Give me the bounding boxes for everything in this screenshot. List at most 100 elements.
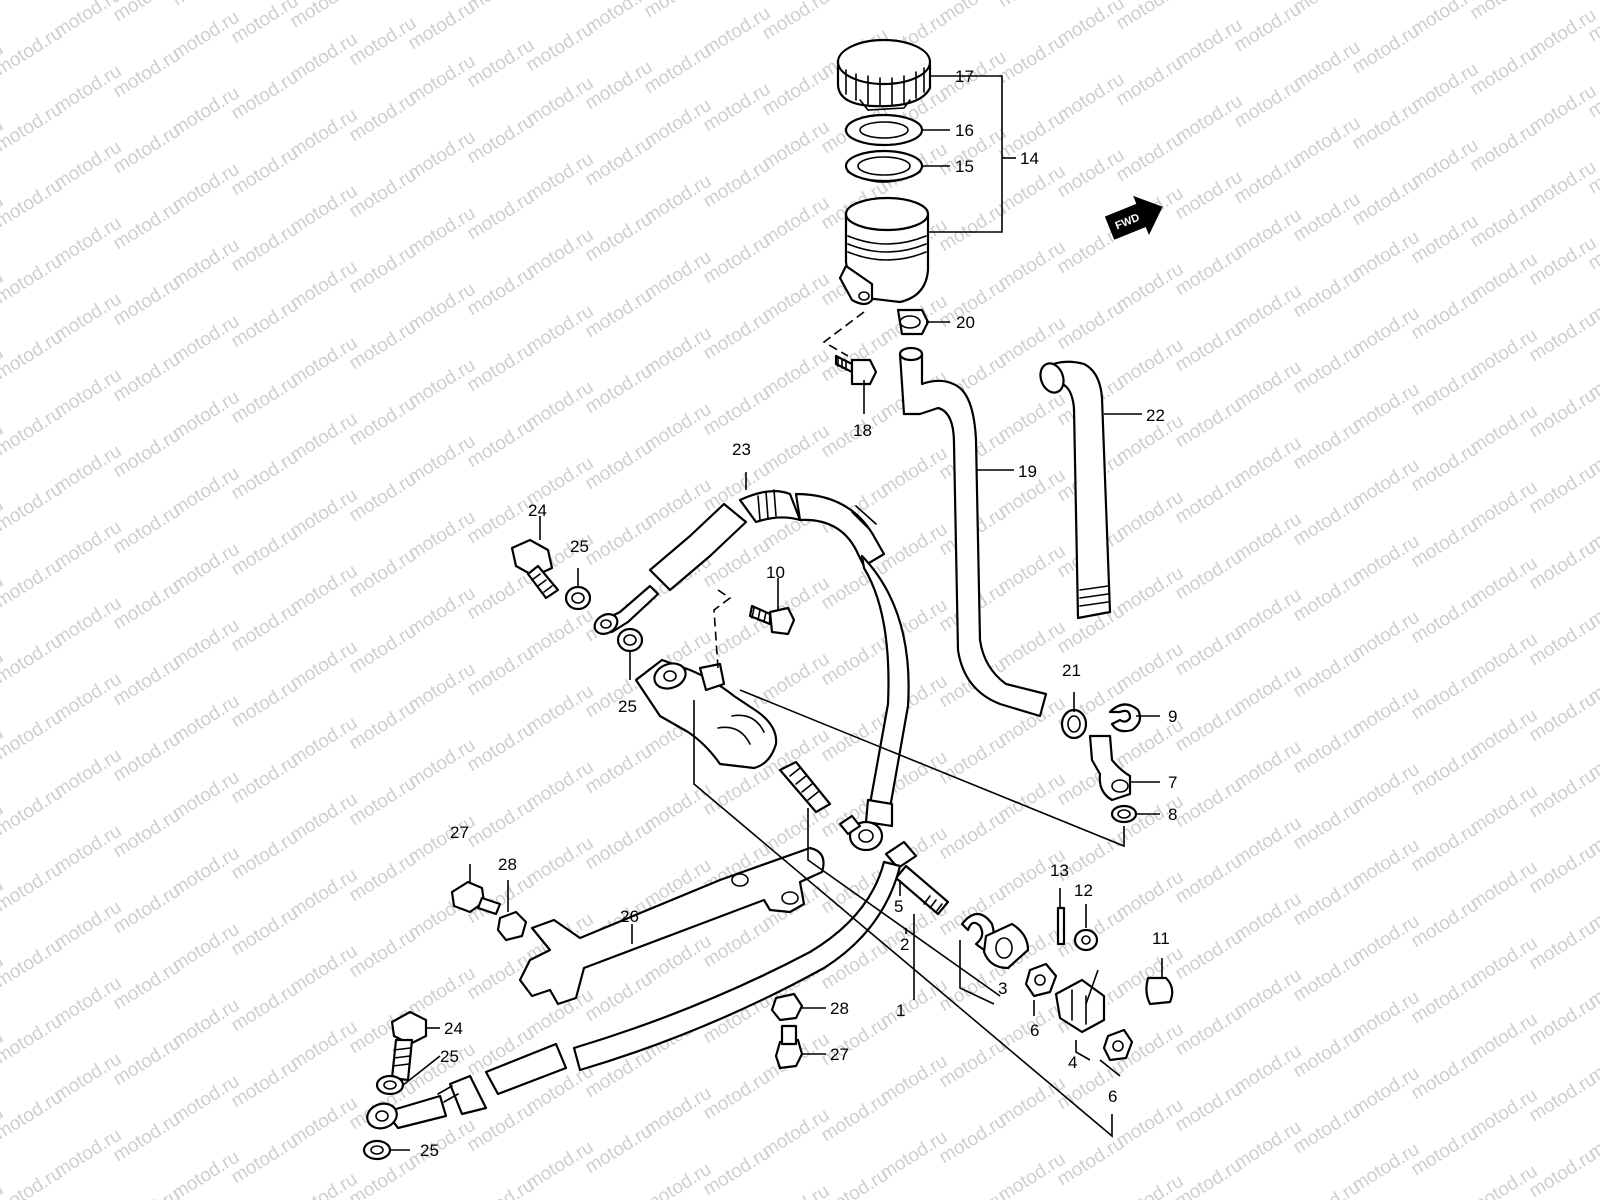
reservoir-hose-19 [898,346,1048,718]
watermark-text: motod.ru [0,707,66,765]
nut-6-upper [1024,962,1058,998]
callout-numbers: 17 16 15 14 20 18 22 19 23 24 25 10 25 2… [420,67,1177,1160]
watermark-text: motod.ru [759,1181,834,1200]
watermark-text: motod.ru [0,859,66,917]
watermark-text: motod.ru [0,935,66,993]
watermark-text: motod.ru [110,1185,185,1200]
callout-1: 1 [896,1001,905,1020]
callout-16: 16 [955,121,974,140]
callout-25-upper-b: 25 [618,697,637,716]
banjo-bolt-24-lower [390,1010,428,1082]
watermark-text: motod.ru [936,1187,1011,1200]
watermark-text: motod.ru [0,0,66,4]
callout-27-lower: 27 [830,1045,849,1064]
callout-11: 11 [1152,929,1170,948]
bolt-27-upper [450,880,502,916]
clevis-pin-11 [1145,976,1174,1006]
callout-6-upper: 6 [1030,1021,1039,1040]
hose-joint-7 [1088,734,1132,802]
watermark-text: motod.ru [0,631,66,689]
watermark-text: motod.ru [0,783,66,841]
leader-lines [390,75,1163,1151]
callout-25-lower-a: 25 [440,1047,459,1066]
watermark-text: motod.ru [0,555,66,613]
hose-clamp-21 [1060,708,1088,740]
callout-24-upper: 24 [528,501,547,520]
watermark-text: motod.ru [0,251,66,309]
push-rod-5 [884,840,950,916]
reservoir-tank [838,196,930,306]
watermark-text: motod.ru [0,1011,66,1069]
callout-15: 15 [955,157,974,176]
watermark-text: motod.ru [0,1179,7,1200]
callout-24-lower: 24 [444,1019,463,1038]
callout-14: 14 [1020,149,1039,168]
master-cylinder-body [634,658,778,770]
callout-28-upper: 28 [498,855,517,874]
watermark-text: motod.ru [0,327,66,385]
brake-hose-lower [366,860,902,1130]
callout-17: 17 [955,67,974,86]
reservoir-cap [836,38,932,111]
watermark-text: motod.ru [1467,1161,1542,1200]
callout-22: 22 [1146,406,1165,425]
watermark-text: motod.ru [0,403,66,461]
bolt-18 [834,354,878,386]
callout-6-lower: 6 [1108,1087,1117,1106]
watermark-text: motod.ru [1585,1183,1600,1200]
callout-21: 21 [1062,661,1081,680]
watermark-text: motod.ru [0,1163,66,1200]
sealing-washer-25-upper-a [564,585,592,611]
callout-2: 2 [900,935,909,954]
watermark-text: motod.ru [346,1153,421,1200]
watermark-text: motod.ru [641,0,716,22]
hose-guide-bracket-26 [518,846,825,1006]
watermark-text: motod.ru [0,1087,66,1145]
watermark-text: motod.ru [995,0,1070,12]
sealing-washer-25-upper-b [616,627,644,653]
callout-12: 12 [1074,881,1093,900]
brake-hose-23 [593,489,910,852]
hose-clamp-20 [896,308,930,336]
watermark-text: motod.ru [1349,0,1424,2]
watermark-text: motod.ru [0,99,66,157]
callout-5: 5 [894,897,903,916]
washer-12 [1073,928,1099,952]
cap-diaphragm [844,149,924,183]
callout-28-lower: 28 [830,999,849,1018]
cotter-pin-13 [1056,906,1066,946]
collar-28-lower [770,992,804,1022]
watermark-text: motod.ru [1290,1177,1365,1200]
watermark-text: motod.ru [1467,0,1542,24]
callout-19: 19 [1018,462,1037,481]
callout-3: 3 [998,979,1007,998]
collar-28-upper [496,910,528,942]
callout-10: 10 [766,563,785,582]
callout-4: 4 [1068,1053,1077,1072]
dust-boot-2 [982,922,1030,970]
sealing-washer-25-lower-a [375,1074,405,1096]
sealing-washer-25-lower-b [362,1139,392,1161]
callout-20: 20 [956,313,975,332]
callout-9: 9 [1168,707,1177,726]
callout-27-upper: 27 [450,823,469,842]
callout-25-lower-b: 25 [420,1141,439,1160]
callout-25-upper-a: 25 [570,537,589,556]
callout-7: 7 [1168,773,1177,792]
bolt-10 [748,604,796,636]
callout-18: 18 [853,421,872,440]
callout-8: 8 [1168,805,1177,824]
forward-direction-arrow: FWD [1104,195,1163,240]
watermark-text: motod.ru [464,1175,539,1200]
o-ring-8 [1110,804,1138,824]
callout-26: 26 [620,907,639,926]
cap-diaphragm-plate [844,113,924,147]
bolt-27-lower [774,1024,804,1070]
watermark-text: motod.ru [0,479,66,537]
callout-23: 23 [732,440,751,459]
clevis-4 [1054,978,1106,1034]
callout-13: 13 [1050,861,1069,880]
watermark-text: motod.ru [0,175,66,233]
